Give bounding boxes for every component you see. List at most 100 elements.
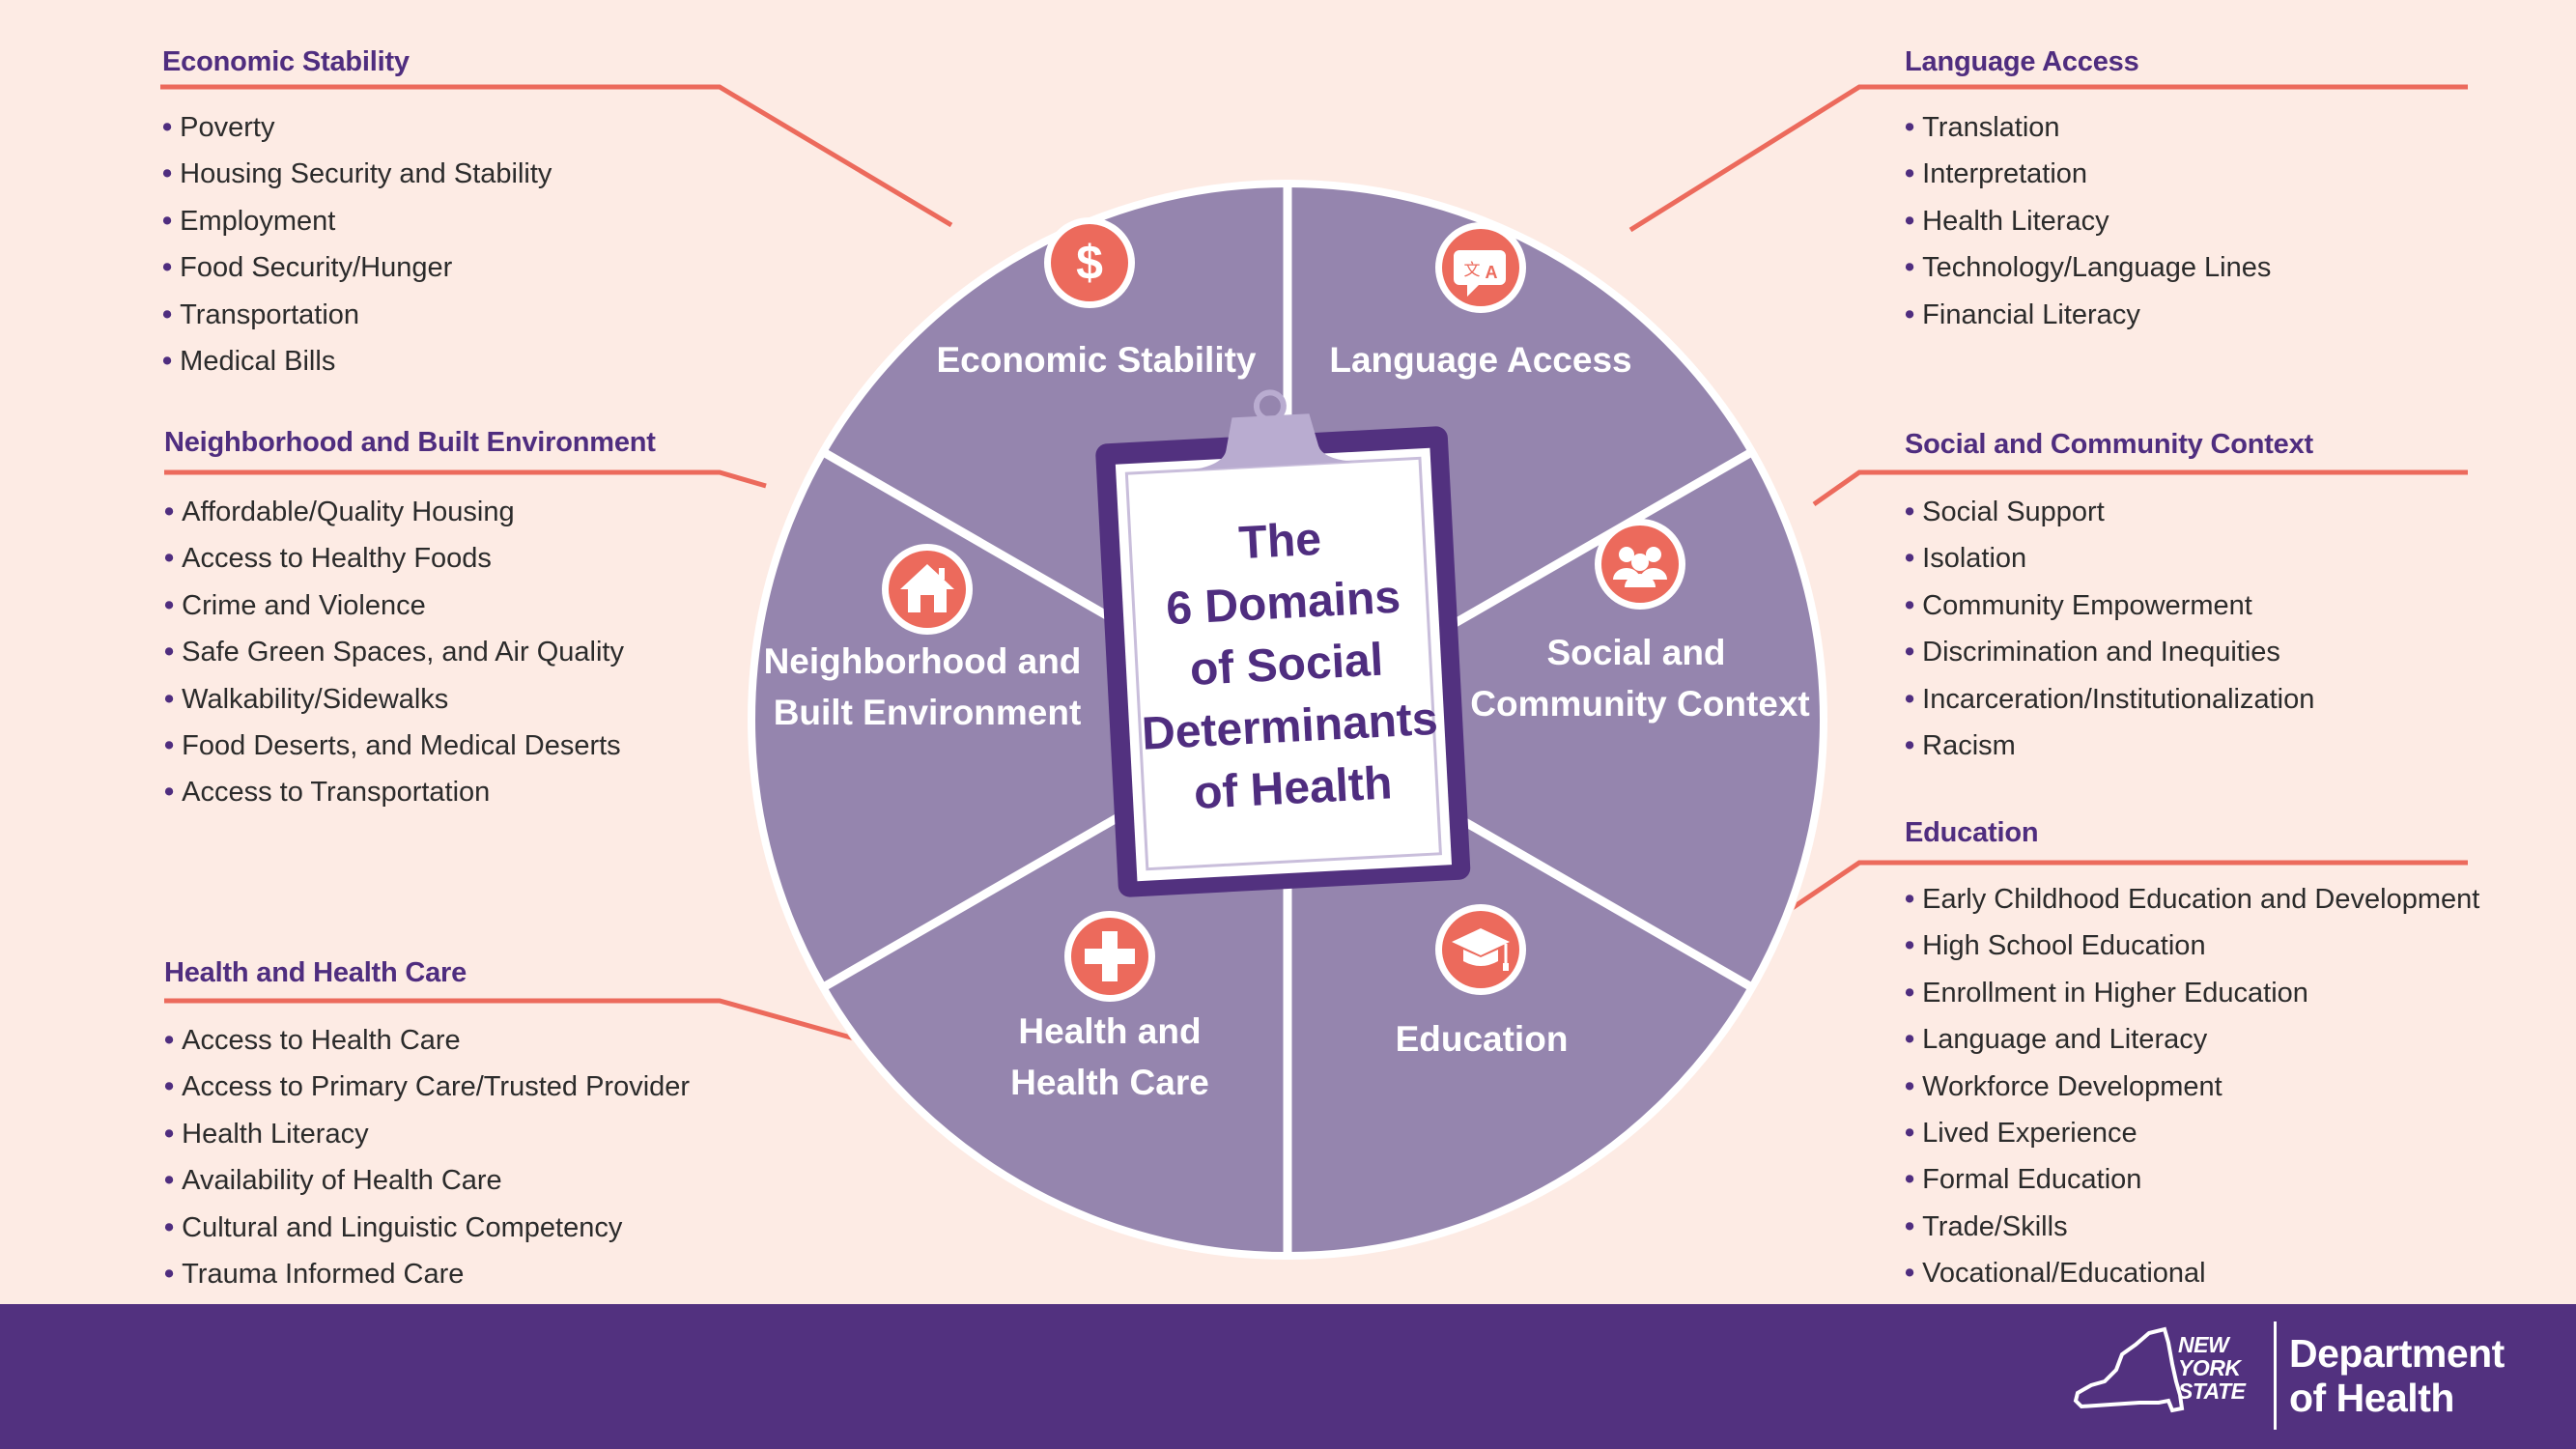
panel-item-text: Availability of Health Care xyxy=(182,1165,502,1197)
bullet-icon: • xyxy=(164,1258,175,1290)
panel-title-neighborhood: Neighborhood and Built Environment xyxy=(164,427,656,458)
bullet-icon: • xyxy=(1905,977,1915,1009)
panel-item-text: Access to Primary Care/Trusted Provider xyxy=(182,1071,691,1103)
connector-education xyxy=(1762,860,2468,930)
panel-item-text: Isolation xyxy=(1922,543,2027,575)
panel-economic: Economic Stability •Poverty•Housing Secu… xyxy=(162,46,552,384)
bullet-icon: • xyxy=(164,589,175,621)
panel-item-language: •Technology/Language Lines xyxy=(1905,244,2271,291)
connector-neighborhood xyxy=(164,469,767,489)
center-title-line-2: 6 Domains xyxy=(1165,572,1401,636)
footer-bar xyxy=(0,1304,2576,1449)
nys-line-2: YORK xyxy=(2178,1355,2241,1380)
panel-item-text: Medical Bills xyxy=(180,345,336,377)
bullet-icon: • xyxy=(164,637,175,668)
bullet-icon: • xyxy=(1905,884,1915,915)
panel-item-language: •Financial Literacy xyxy=(1905,292,2271,338)
panel-item-health: •Trauma Informed Care xyxy=(164,1251,690,1297)
bullet-icon: • xyxy=(1905,637,1915,668)
dept-line-2: of Health xyxy=(2289,1376,2454,1420)
segment-label-neighborhood-2: Built Environment xyxy=(774,693,1082,732)
panel-item-text: Health Literacy xyxy=(1922,205,2109,237)
panel-item-text: Early Childhood Education and Developmen… xyxy=(1922,884,2480,915)
panel-item-text: Safe Green Spaces, and Air Quality xyxy=(182,637,624,668)
graduation-cap-icon xyxy=(1435,904,1526,995)
panel-item-text: Technology/Language Lines xyxy=(1922,252,2272,284)
bullet-icon: • xyxy=(1905,589,1915,621)
bullet-icon: • xyxy=(1905,1210,1915,1242)
panel-item-text: Transportation xyxy=(180,298,360,330)
connector-language xyxy=(1628,84,2468,233)
panel-item-social: •Social Support xyxy=(1905,489,2314,535)
panel-list-education: •Early Childhood Education and Developme… xyxy=(1905,876,2479,1297)
bullet-icon: • xyxy=(1905,252,1915,284)
panel-item-text: Trade/Skills xyxy=(1922,1210,2068,1242)
bullet-icon: • xyxy=(162,298,173,330)
bullet-icon: • xyxy=(164,1211,175,1243)
panel-item-text: Health Literacy xyxy=(182,1118,369,1150)
panel-item-neighborhood: •Affordable/Quality Housing xyxy=(164,489,656,535)
panel-item-text: Cultural and Linguistic Competency xyxy=(182,1211,623,1243)
panel-item-education: •Lived Experience xyxy=(1905,1110,2479,1156)
panel-item-health: •Health Literacy xyxy=(164,1111,690,1157)
panel-item-economic: •Medical Bills xyxy=(162,338,552,384)
panel-health: Health and Health Care •Access to Health… xyxy=(164,957,690,1297)
bullet-icon: • xyxy=(164,543,175,575)
segment-label-social-1: Social and xyxy=(1546,633,1725,672)
panel-item-education: •High School Education xyxy=(1905,923,2479,969)
nys-state-outline-icon xyxy=(2073,1326,2185,1413)
panel-neighborhood: Neighborhood and Built Environment •Affo… xyxy=(164,427,656,816)
translate-icon: 文 A xyxy=(1435,222,1526,313)
svg-text:$: $ xyxy=(1076,236,1103,290)
panel-title-economic: Economic Stability xyxy=(162,46,410,77)
bullet-icon: • xyxy=(1905,1117,1915,1149)
panel-item-economic: •Food Security/Hunger xyxy=(162,244,552,291)
panel-item-social: •Community Empowerment xyxy=(1905,582,2314,629)
connector-social xyxy=(1812,469,2468,507)
center-title-line-5: of Health xyxy=(1193,757,1394,819)
panel-language: Language Access •Translation•Interpretat… xyxy=(1905,46,2271,338)
nys-line-3: STATE xyxy=(2178,1378,2246,1404)
bullet-icon: • xyxy=(1905,298,1915,330)
panel-item-neighborhood: •Safe Green Spaces, and Air Quality xyxy=(164,629,656,675)
bullet-icon: • xyxy=(1905,158,1915,190)
segment-label-health-2: Health Care xyxy=(1010,1063,1209,1102)
panel-item-neighborhood: •Access to Transportation xyxy=(164,769,656,815)
bullet-icon: • xyxy=(162,205,173,237)
panel-item-language: •Interpretation xyxy=(1905,151,2271,197)
bullet-icon: • xyxy=(1905,729,1915,761)
dollar-icon: $ xyxy=(1044,217,1135,308)
panel-item-language: •Translation xyxy=(1905,104,2271,151)
bullet-icon: • xyxy=(1905,683,1915,715)
bullet-icon: • xyxy=(164,729,175,761)
segment-label-language: Language Access xyxy=(1329,340,1631,380)
panel-item-health: •Cultural and Linguistic Competency xyxy=(164,1205,690,1251)
segment-label-health-1: Health and xyxy=(1018,1011,1201,1051)
panel-item-health: •Access to Primary Care/Trusted Provider xyxy=(164,1064,690,1110)
bullet-icon: • xyxy=(1905,930,1915,962)
panel-item-text: Access to Healthy Foods xyxy=(182,543,492,575)
panel-item-text: Trauma Informed Care xyxy=(182,1258,465,1290)
clipboard: The 6 Domains of Social Determinants of … xyxy=(1095,389,1471,897)
segment-label-economic: Economic Stability xyxy=(936,340,1256,380)
panel-item-text: Access to Transportation xyxy=(182,777,491,809)
nys-line-1: NEW xyxy=(2178,1332,2229,1357)
panel-item-education: •Enrollment in Higher Education xyxy=(1905,970,2479,1016)
people-group-icon xyxy=(1595,519,1685,610)
panel-education: Education •Early Childhood Education and… xyxy=(1905,817,2479,1297)
panel-item-neighborhood: •Access to Healthy Foods xyxy=(164,535,656,582)
panel-item-text: High School Education xyxy=(1922,930,2206,962)
panel-item-text: Interpretation xyxy=(1922,158,2088,190)
panel-title-social: Social and Community Context xyxy=(1905,429,2313,460)
panel-item-education: •Formal Education xyxy=(1905,1156,2479,1203)
clipboard-paper xyxy=(1115,447,1453,882)
bullet-icon: • xyxy=(164,777,175,809)
bullet-icon: • xyxy=(1905,1024,1915,1056)
panel-item-social: •Isolation xyxy=(1905,535,2314,582)
department-of-health-logo: Department of Health xyxy=(2289,1331,2505,1420)
svg-text:A: A xyxy=(1486,263,1498,282)
panel-item-text: Formal Education xyxy=(1922,1164,2142,1196)
panel-item-economic: •Employment xyxy=(162,198,552,244)
bullet-icon: • xyxy=(164,497,175,527)
